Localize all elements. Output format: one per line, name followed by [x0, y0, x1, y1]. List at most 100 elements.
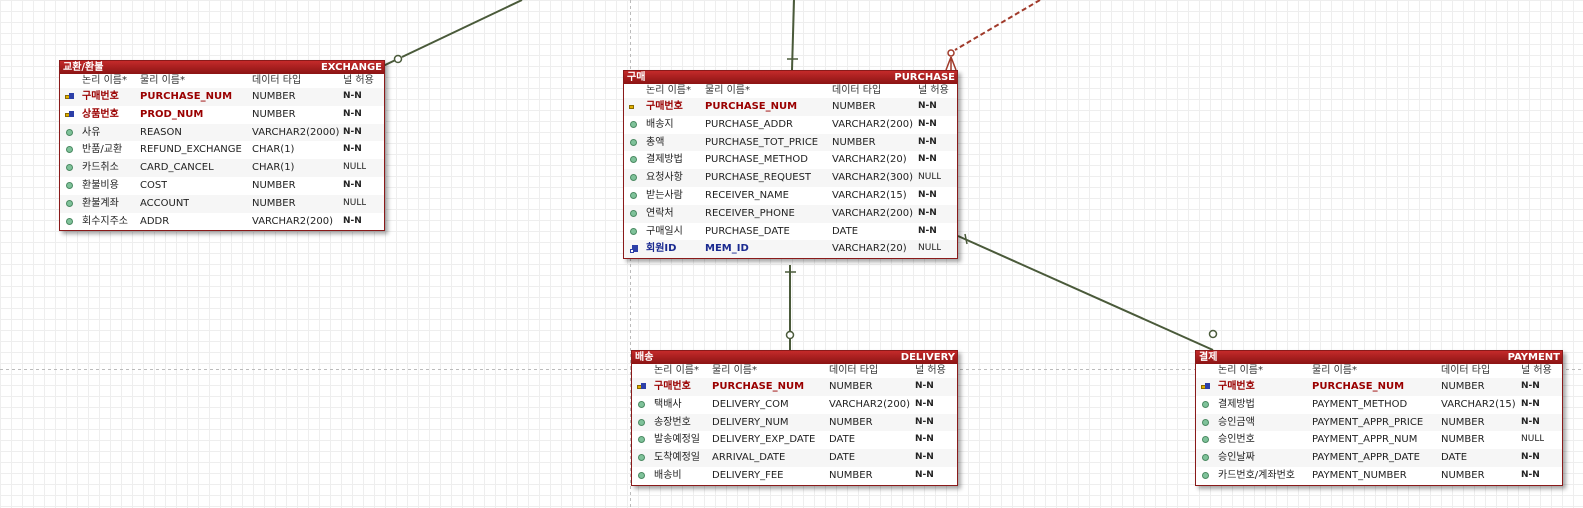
attribute-physical: PURCHASE_ADDR — [705, 118, 793, 130]
attribute-physical: PURCHASE_NUM — [705, 101, 798, 112]
primary-key-icon — [629, 103, 638, 111]
relationship-line-exchange — [401, 0, 523, 58]
attribute-logical: 받는사람 — [646, 189, 683, 201]
attribute-type: NUMBER — [252, 91, 296, 102]
attribute-physical: DELIVERY_NUM — [712, 416, 789, 428]
column-header-logical: 논리 이름* — [646, 85, 691, 96]
column-header-logical: 논리 이름* — [654, 365, 699, 376]
column-header-physical: 물리 이름* — [140, 75, 185, 86]
attribute-nullable: NULL — [918, 172, 942, 183]
attribute-logical: 연락처 — [646, 207, 674, 219]
attribute-nullable: N-N — [918, 136, 937, 147]
crowfoot-left — [945, 56, 952, 71]
attribute-physical: DELIVERY_COM — [712, 398, 789, 410]
attribute-dot-icon — [630, 227, 637, 235]
primary-foreign-key-icon — [65, 93, 74, 101]
attribute-dot-icon — [638, 436, 645, 444]
attribute-logical: 사유 — [82, 126, 101, 138]
attribute-type: CHAR(1) — [252, 144, 295, 156]
attribute-logical: 구매번호 — [82, 91, 119, 102]
attribute-physical: DELIVERY_FEE — [712, 469, 784, 481]
entity-header[interactable]: 결제 PAYMENT — [1196, 351, 1562, 364]
primary-foreign-key-icon — [637, 383, 646, 391]
attribute-dot-icon — [66, 217, 73, 225]
attribute-physical: RECEIVER_NAME — [705, 189, 789, 201]
attribute-type: NUMBER — [252, 197, 296, 209]
attribute-dot-icon — [638, 471, 645, 479]
column-header-physical: 물리 이름* — [712, 365, 757, 376]
relationship-optional-marker-delivery — [785, 330, 795, 340]
foreign-flag-icon-part — [641, 383, 646, 389]
attribute-physical: PURCHASE_DATE — [705, 225, 790, 237]
attribute-type: NUMBER — [1441, 381, 1485, 392]
attribute-type: VARCHAR2(15) — [832, 189, 907, 201]
attribute-nullable: NULL — [343, 162, 367, 173]
attribute-nullable: N-N — [1521, 452, 1540, 463]
attribute-type: NUMBER — [252, 108, 296, 120]
attribute-dot-icon — [630, 209, 637, 217]
relationship-one-tick-payment — [964, 233, 968, 245]
attribute-type: DATE — [832, 225, 859, 237]
column-header-nullable: 널 허용 — [1521, 365, 1552, 376]
entity-physical-name: PAYMENT — [1507, 352, 1560, 363]
attribute-logical: 회수지주소 — [82, 215, 128, 227]
attribute-logical: 배송비 — [654, 469, 682, 481]
attribute-physical: PURCHASE_REQUEST — [705, 172, 812, 184]
primary-foreign-key-icon — [1201, 383, 1210, 391]
attribute-dot-icon — [638, 400, 645, 408]
attribute-nullable: N-N — [1521, 416, 1540, 427]
attribute-physical: ACCOUNT — [140, 197, 190, 209]
attribute-physical: ADDR — [140, 215, 170, 227]
column-header-datatype: 데이터 타입 — [252, 75, 302, 86]
key-icon-part — [629, 105, 634, 109]
relationship-line-payment — [957, 235, 1214, 351]
entity-logical-name: 결제 — [1199, 352, 1218, 363]
attribute-nullable: N-N — [918, 154, 937, 165]
attribute-physical: PROD_NUM — [140, 108, 204, 120]
attribute-dot-icon — [66, 181, 73, 189]
attribute-nullable: N-N — [915, 452, 934, 463]
